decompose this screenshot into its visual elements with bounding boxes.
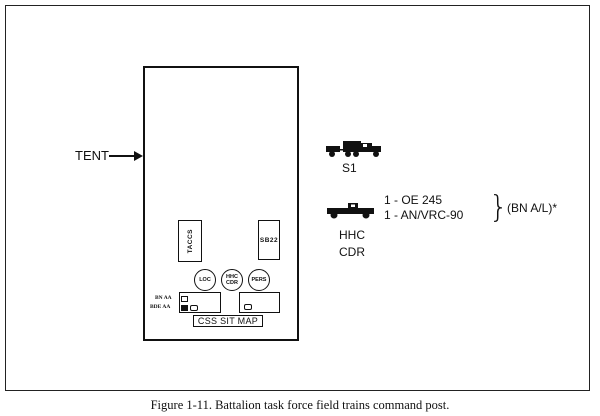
sb22-box: SB22 bbox=[258, 220, 280, 260]
right-brace-icon: } bbox=[489, 190, 509, 225]
bde-aa-label: BDE AA bbox=[150, 304, 171, 310]
bn-aa-square-icon bbox=[181, 296, 188, 302]
right-arrow-icon bbox=[109, 151, 143, 161]
hhc-cdr-circle: HHC CDR bbox=[221, 269, 243, 291]
bde-aa-filled-square-icon bbox=[181, 305, 188, 311]
bn-aa-label: BN AA bbox=[155, 295, 172, 301]
taccs-box: TACCS bbox=[178, 220, 202, 262]
sb22-label: SB22 bbox=[259, 236, 279, 244]
equipment-note: (BN A/L)* bbox=[507, 201, 558, 215]
equipment-list: 1 - OE 245 1 - AN/VRC-90 bbox=[384, 193, 463, 223]
pers-label: PERS bbox=[251, 277, 267, 283]
bde-aa-round-square-icon bbox=[190, 305, 198, 311]
hhc-label: HHC bbox=[226, 274, 238, 280]
loc-circle: LOC bbox=[194, 269, 216, 291]
loc-label: LOC bbox=[199, 277, 211, 283]
equipment-item: 1 - AN/VRC-90 bbox=[384, 208, 464, 222]
pers-circle: PERS bbox=[248, 269, 270, 291]
taccs-label: TACCS bbox=[186, 228, 194, 254]
pickup-truck-icon bbox=[327, 203, 374, 219]
cdr-label: CDR bbox=[339, 245, 365, 259]
equipment-item: 1 - OE 245 bbox=[384, 193, 443, 207]
css-sit-map-label: CSS SIT MAP bbox=[193, 315, 263, 327]
left-table bbox=[179, 292, 221, 313]
figure-frame bbox=[5, 5, 590, 391]
cdr-label: CDR bbox=[226, 280, 238, 286]
tent-label: TENT bbox=[75, 148, 109, 163]
truck-with-trailer-icon bbox=[326, 141, 381, 157]
s1-label: S1 bbox=[342, 161, 357, 175]
right-table-square-icon bbox=[244, 304, 252, 310]
tent-outline bbox=[143, 66, 299, 341]
hhc-label: HHC bbox=[339, 228, 365, 242]
figure-caption: Figure 1-11. Battalion task force field … bbox=[150, 398, 450, 412]
